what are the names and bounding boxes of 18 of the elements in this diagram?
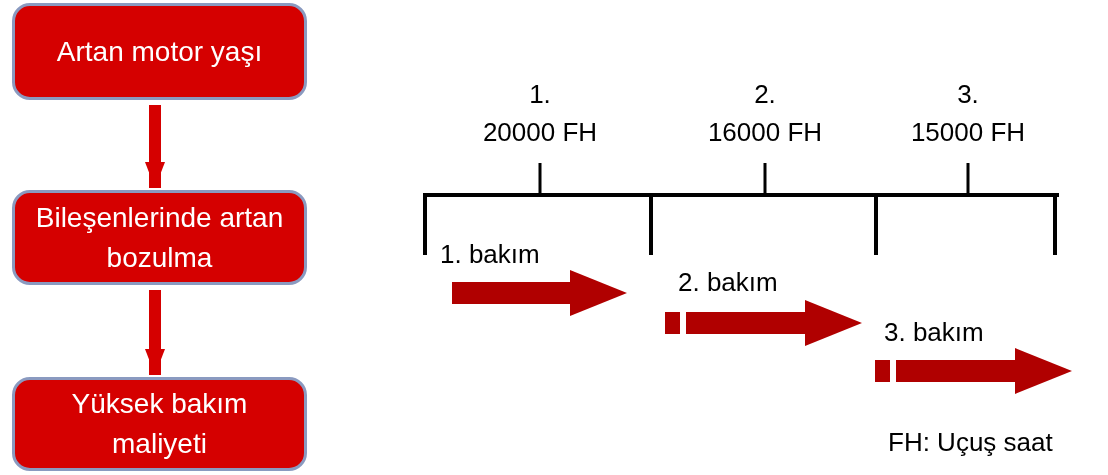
box-text: Bileşenlerinde artan bozulma bbox=[34, 200, 285, 275]
box-text: Artan motor yaşı bbox=[56, 34, 263, 69]
label-text: 16000 FH bbox=[706, 116, 824, 148]
label-text: 2. bakım bbox=[678, 266, 778, 298]
label-text: 20000 FH bbox=[481, 116, 599, 148]
arrow bbox=[145, 290, 165, 375]
label-text: 2. bbox=[753, 78, 777, 110]
box-text: Yüksek bakım maliyeti bbox=[70, 387, 249, 461]
label-text: 15000 FH bbox=[909, 116, 1027, 148]
label-text: 3. bakım bbox=[884, 316, 984, 348]
label-text: 1. bakım bbox=[440, 238, 540, 270]
process-box bbox=[12, 190, 307, 285]
label-text: 3. bbox=[956, 78, 980, 110]
process-box bbox=[12, 377, 307, 471]
arrow bbox=[145, 105, 165, 188]
process-box bbox=[12, 3, 307, 100]
label-text: FH: Uçuş saat bbox=[888, 426, 1053, 458]
label-text: 1. bbox=[528, 78, 552, 110]
